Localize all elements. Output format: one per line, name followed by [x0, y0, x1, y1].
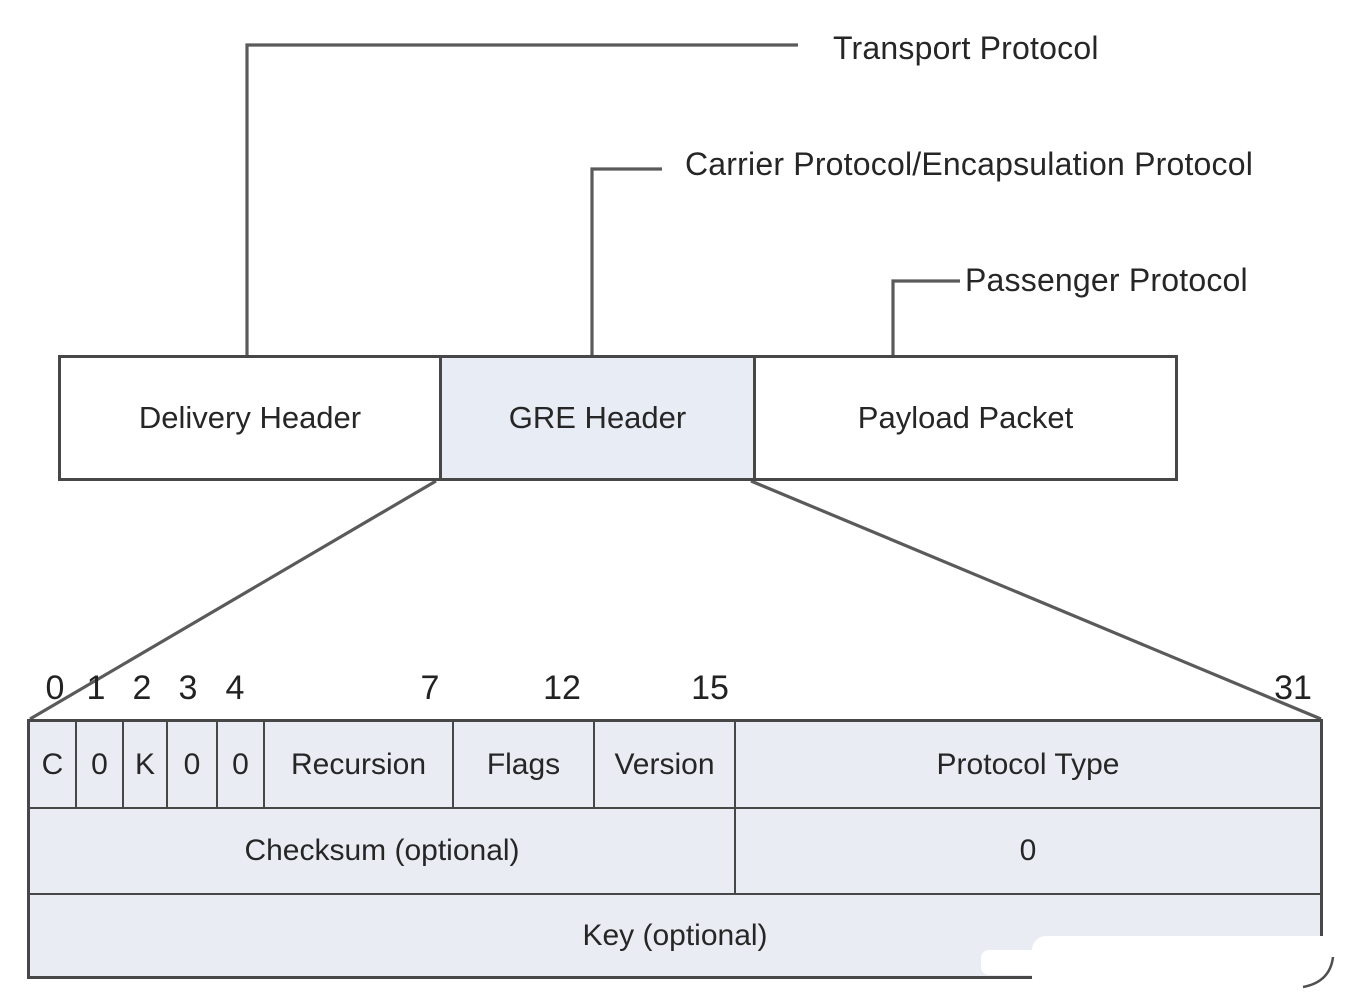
packet-boxes-row: Delivery Header GRE Header Payload Packe…	[58, 355, 1178, 481]
bit-number-3: 3	[178, 669, 198, 707]
field-c: C	[30, 722, 77, 807]
field-checksum: Checksum (optional)	[30, 809, 736, 893]
field-k: K	[124, 722, 168, 807]
payload-packet-box: Payload Packet	[753, 358, 1175, 478]
gre-header-table: C 0 K 0 0 Recursion Flags Version Protoc…	[27, 719, 1323, 979]
bit-number-0: 0	[45, 669, 65, 707]
delivery-header-box: Delivery Header	[61, 358, 439, 478]
carrier-connector-line	[590, 167, 662, 356]
field-recursion: Recursion	[265, 722, 454, 807]
bit-number-1: 1	[86, 669, 106, 707]
gre-header-label: GRE Header	[508, 400, 687, 435]
field-zero-3: 0	[218, 722, 265, 807]
field-zero-2: 0	[168, 722, 218, 807]
payload-packet-label: Payload Packet	[857, 400, 1074, 435]
transport-connector-line	[245, 43, 798, 356]
gre-header-box: GRE Header	[439, 358, 753, 478]
transport-protocol-label: Transport Protocol	[833, 30, 1099, 66]
field-flags: Flags	[454, 722, 595, 807]
field-checksum-zero: 0	[736, 809, 1320, 893]
bit-number-4: 4	[225, 669, 245, 707]
checksum-row: Checksum (optional) 0	[30, 807, 1320, 893]
bit-number-31: 31	[1274, 669, 1312, 707]
bit-number-12: 12	[543, 669, 581, 707]
gre-expand-line-right	[750, 479, 1322, 721]
field-zero-1: 0	[77, 722, 124, 807]
whiteout-patch	[1032, 936, 1338, 992]
bit-number-7: 7	[420, 669, 440, 707]
field-version: Version	[595, 722, 736, 807]
bit-number-15: 15	[691, 669, 729, 707]
passenger-connector-line	[891, 279, 960, 356]
field-protocol-type: Protocol Type	[736, 722, 1320, 807]
delivery-header-label: Delivery Header	[138, 400, 362, 435]
carrier-protocol-label: Carrier Protocol/Encapsulation Protocol	[685, 146, 1254, 182]
gre-flags-row: C 0 K 0 0 Recursion Flags Version Protoc…	[30, 722, 1320, 807]
passenger-protocol-label: Passenger Protocol	[965, 262, 1248, 298]
bit-number-2: 2	[132, 669, 152, 707]
